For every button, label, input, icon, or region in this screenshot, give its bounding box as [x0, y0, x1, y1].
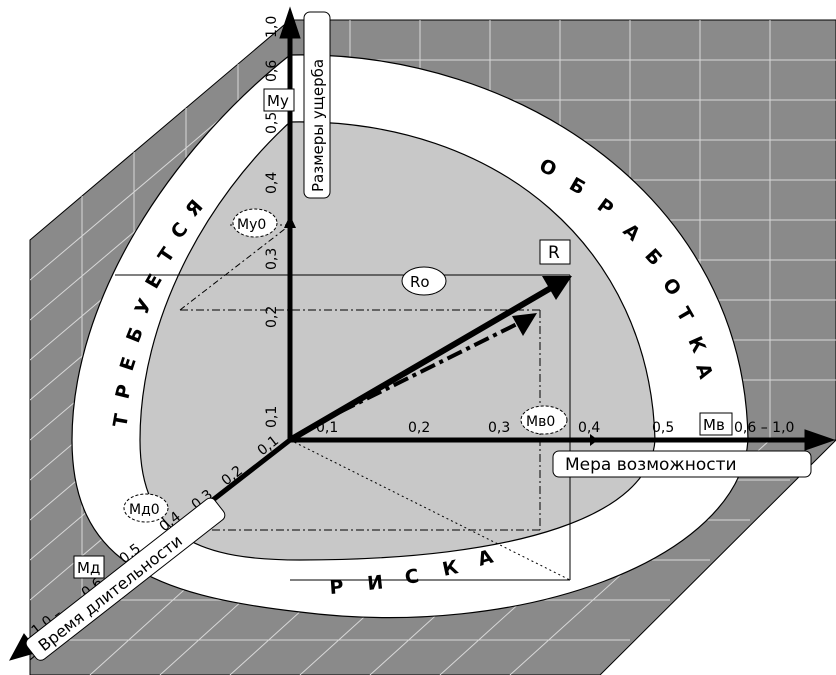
marker-md0: Мд0 — [123, 493, 169, 523]
vector-r-arrow — [542, 276, 572, 300]
vtick-7: 1,0 — [264, 16, 280, 38]
marker-r0: Rо — [401, 266, 447, 296]
htick-3: 0,3 — [488, 420, 510, 436]
svg-text:Мв: Мв — [703, 416, 725, 434]
possibility-axis-label: Мера возможности — [565, 455, 737, 475]
htick-1: 0,1 — [316, 420, 338, 436]
arc-left-2: Р — [112, 382, 137, 401]
vertical-ticks: 0,1 0,2 0,3 0,4 0,5 0,6 1,0 — [264, 16, 280, 428]
horizontal-ticks: 0,1 0,2 0,3 0,4 0,5 0,6 – 1,0 — [316, 420, 794, 436]
marker-r: R — [539, 239, 571, 265]
damage-axis-title: Размеры ущерба — [303, 11, 331, 199]
arc-bottom-1: Р — [329, 576, 345, 599]
svg-text:R: R — [548, 243, 560, 263]
possibility-axis-arrow — [804, 429, 836, 451]
marker-mv: Мв — [699, 412, 733, 436]
vtick-5: 0,5 — [264, 112, 280, 134]
vector-r — [288, 282, 558, 443]
htick-5: 0,5 — [652, 420, 674, 436]
vtick-3: 0,3 — [264, 248, 280, 270]
arc-word-bottom: Р И С К А — [329, 546, 496, 599]
arc-bottom-5: А — [475, 546, 495, 571]
arc-bottom-4: К — [440, 556, 460, 581]
damage-axis-arrow — [279, 6, 301, 39]
damage-axis-label: Размеры ущерба — [309, 59, 327, 192]
arc-left-3: Е — [116, 354, 141, 373]
vector-r0-arrow — [512, 313, 537, 336]
vtick-2: 0,2 — [264, 306, 280, 328]
htick-6: 0,6 – 1,0 — [734, 420, 794, 436]
svg-text:Му: Му — [267, 92, 289, 110]
arc-bottom-3: С — [403, 565, 420, 589]
marker-mv0: Мв0 — [520, 405, 568, 435]
marker-my0: Му0 — [232, 208, 278, 238]
tick-marker-x — [590, 434, 598, 446]
vector-r0 — [339, 318, 526, 414]
marker-my: Му — [263, 88, 295, 112]
projection-lines — [115, 224, 571, 581]
svg-text:Rо: Rо — [410, 273, 430, 291]
svg-text:Мв0: Мв0 — [526, 414, 555, 430]
marker-md: Мд — [73, 555, 105, 579]
arc-top-9: А — [691, 361, 717, 382]
svg-text:Мд0: Мд0 — [129, 502, 160, 518]
vtick-1: 0,1 — [264, 406, 280, 428]
tick-marker-y — [284, 215, 296, 228]
vtick-6: 0,6 — [264, 60, 280, 82]
svg-text:Мд: Мд — [77, 559, 100, 577]
htick-4: 0,4 — [578, 420, 600, 436]
vtick-4: 0,4 — [264, 172, 280, 194]
arc-left-1: Т — [109, 412, 133, 429]
svg-text:Му0: Му0 — [237, 217, 266, 233]
possibility-axis-title: Мера возможности — [552, 450, 812, 478]
arc-bottom-2: И — [366, 571, 384, 595]
htick-2: 0,2 — [408, 420, 430, 436]
